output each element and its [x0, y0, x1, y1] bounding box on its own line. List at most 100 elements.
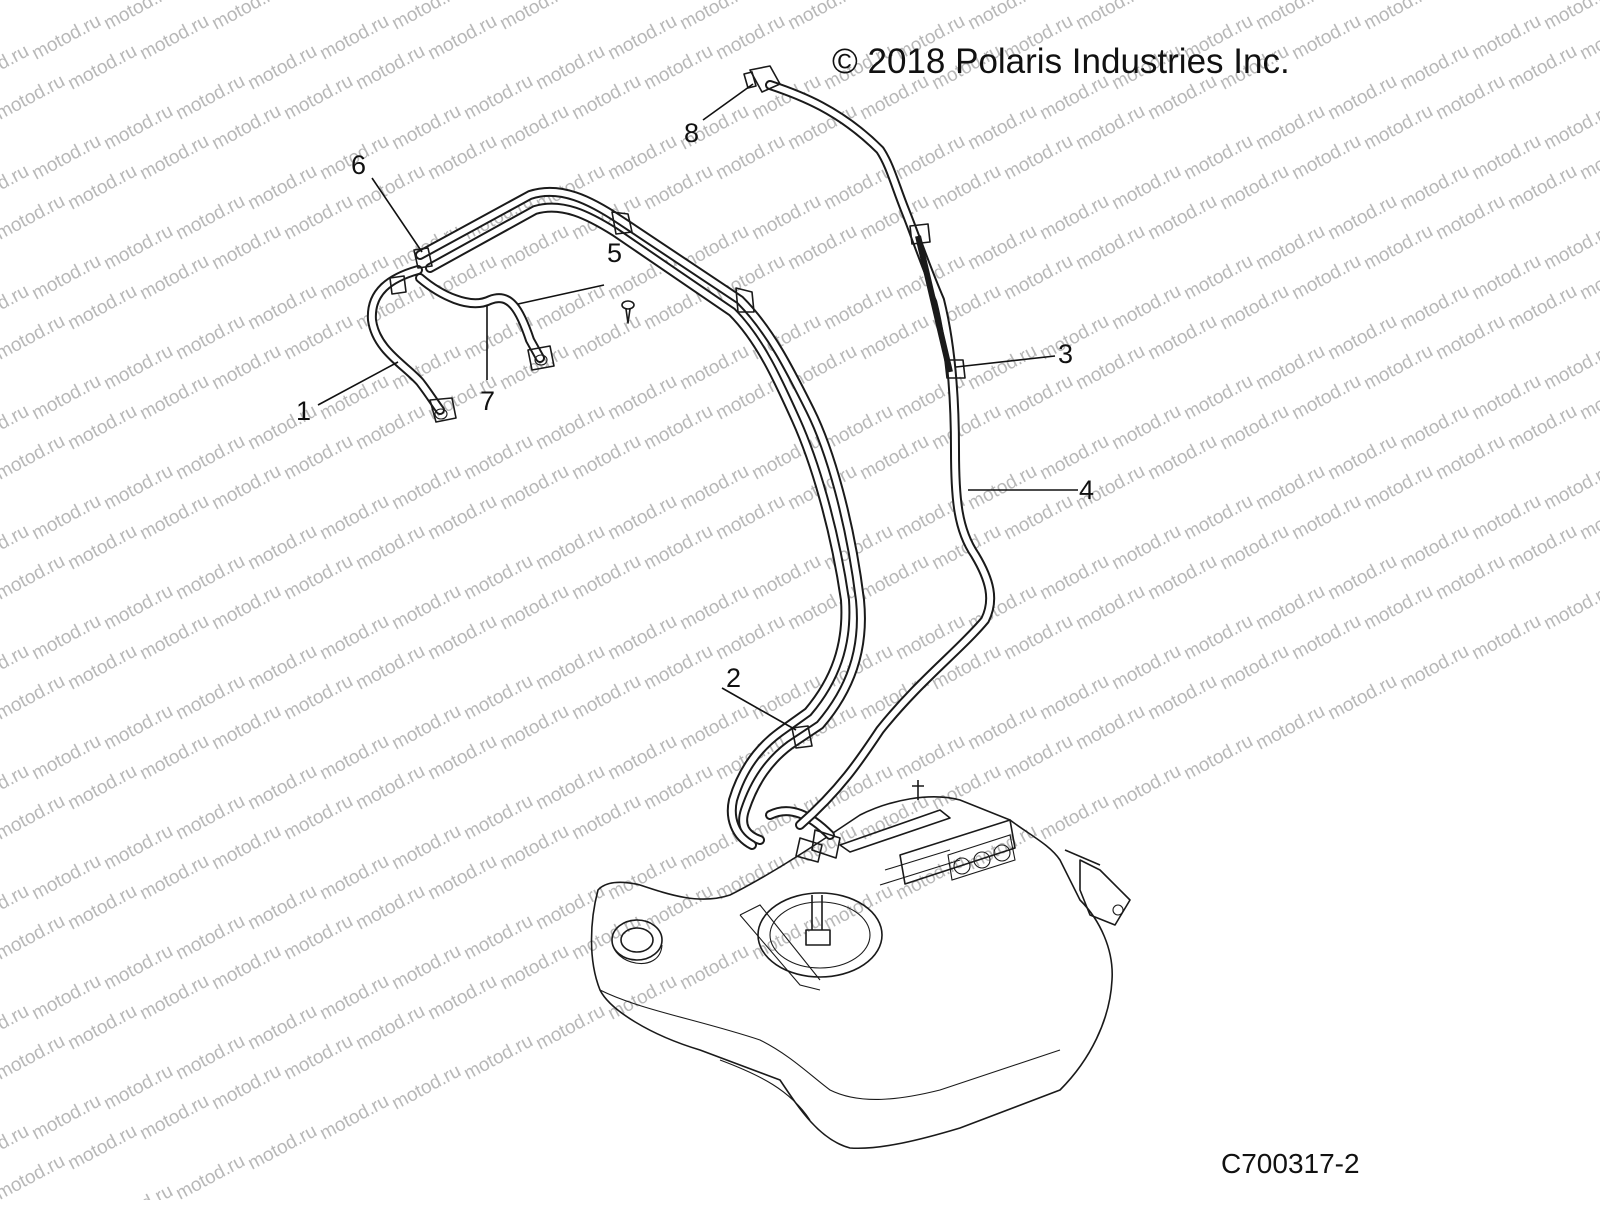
watermark-text: motod.ru	[28, 371, 104, 425]
watermark-text: motod.ru	[1108, 641, 1184, 695]
watermark-text: motod.ru	[172, 911, 248, 965]
watermark-text: motod.ru	[1252, 101, 1328, 155]
watermark-text: motod.ru	[676, 461, 752, 515]
watermark-text: motod.ru	[280, 791, 356, 845]
watermark-text: motod.ru	[1324, 191, 1400, 245]
watermark-text: motod.ru	[1252, 221, 1328, 275]
watermark-text: motod.ru	[1144, 551, 1220, 605]
watermark-text: motod.ru	[604, 491, 680, 545]
watermark-text: motod.ru	[460, 551, 536, 605]
watermark-text: motod.ru	[424, 731, 500, 785]
watermark-text: motod.ru	[532, 641, 608, 695]
watermark-text: motod.ru	[964, 221, 1040, 275]
watermark-text: motod.ru	[64, 1001, 140, 1055]
watermark-text: motod.ru	[1468, 371, 1544, 425]
watermark-text: motod.ru	[208, 0, 284, 34]
callout-1: 1	[296, 396, 311, 426]
fuel-line-2	[389, 186, 866, 863]
watermark-text: motod.ru	[1180, 491, 1256, 545]
watermark-text: motod.ru	[1360, 341, 1436, 395]
fuel-tank	[590, 780, 1131, 1150]
watermark-text: motod.ru	[1108, 521, 1184, 575]
watermark-text: motod.ru	[388, 821, 464, 875]
watermark-text: motod.ru	[1396, 281, 1472, 335]
watermark-text: motod.ru	[1000, 371, 1076, 425]
watermark-text: motod.ru	[892, 131, 968, 185]
watermark-text: motod.ru	[1576, 251, 1600, 305]
watermark-text: motod.ru	[280, 71, 356, 125]
watermark-text: motod.ru	[136, 971, 212, 1025]
watermark-text: motod.ru	[1396, 641, 1472, 695]
watermark-text: motod.ru	[1144, 311, 1220, 365]
drawing-id: C700317-2	[1221, 1148, 1360, 1179]
watermark-text: motod.ru	[1216, 401, 1292, 455]
watermark-text: motod.ru	[172, 1031, 248, 1085]
watermark-text: motod.ru	[64, 641, 140, 695]
watermark-text: motod.ru	[568, 0, 644, 4]
watermark-text: motod.ru	[316, 611, 392, 665]
watermark-text: motod.ru	[604, 11, 680, 65]
watermark-text: motod.ru	[172, 71, 248, 125]
watermark-text: motod.ru	[244, 281, 320, 335]
callout-6: 6	[351, 150, 366, 180]
watermark-text: motod.ru	[1036, 671, 1112, 725]
watermark-text: motod.ru	[208, 461, 284, 515]
watermark-text: motod.ru	[712, 251, 788, 305]
watermark-text: motod.ru	[64, 761, 140, 815]
callout-8: 8	[684, 118, 699, 148]
watermark-text: motod.ru	[1432, 431, 1508, 485]
watermark-text: motod.ru	[64, 281, 140, 335]
watermark-text: motod.ru	[100, 581, 176, 635]
watermark-text: motod.ru	[676, 941, 752, 995]
watermark-text: motod.ru	[820, 281, 896, 335]
watermark-text: motod.ru	[964, 0, 1040, 34]
watermark-text: motod.ru	[604, 371, 680, 425]
watermark-text: motod.ru	[1108, 161, 1184, 215]
watermark-text: motod.ru	[820, 881, 896, 935]
watermark-text: motod.ru	[0, 1031, 69, 1085]
watermark-text: motod.ru	[1144, 431, 1220, 485]
watermark-text: motod.ru	[1252, 701, 1328, 755]
callout-5: 5	[607, 238, 622, 268]
watermark-text: motod.ru	[568, 431, 644, 485]
watermark-text: motod.ru	[1324, 71, 1400, 125]
watermark-text: motod.ru	[496, 461, 572, 515]
watermark-text: motod.ru	[280, 911, 356, 965]
watermark-text: motod.ru	[784, 221, 860, 275]
watermark-text: motod.ru	[856, 0, 932, 4]
watermark-text: motod.ru	[1432, 0, 1508, 4]
watermark-text: motod.ru	[244, 641, 320, 695]
watermark-text: motod.ru	[208, 341, 284, 395]
watermark-text: motod.ru	[1000, 251, 1076, 305]
watermark-text: motod.ru	[1432, 551, 1508, 605]
watermark-text: motod.ru	[172, 431, 248, 485]
watermark-text: motod.ru	[1180, 251, 1256, 305]
watermark-text: motod.ru	[172, 311, 248, 365]
watermark-text: motod.ru	[28, 851, 104, 905]
watermark-text: motod.ru	[1000, 731, 1076, 785]
watermark-text: motod.ru	[568, 71, 644, 125]
watermark-text: motod.ru	[1216, 521, 1292, 575]
watermark-text: motod.ru	[28, 251, 104, 305]
watermark-text: motod.ru	[784, 0, 860, 34]
watermark-text: motod.ru	[280, 671, 356, 725]
watermark-text: motod.ru	[352, 761, 428, 815]
watermark-text: motod.ru	[1288, 11, 1364, 65]
watermark-text: motod.ru	[1324, 671, 1400, 725]
watermark-text: motod.ru	[1396, 521, 1472, 575]
watermark-text: motod.ru	[1216, 281, 1292, 335]
watermark-text: motod.ru	[1180, 731, 1256, 785]
watermark-text: motod.ru	[28, 611, 104, 665]
watermark-text: motod.ru	[100, 701, 176, 755]
watermark-text: motod.ru	[280, 311, 356, 365]
watermark-text: motod.ru	[136, 491, 212, 545]
watermark-text: motod.ru	[136, 131, 212, 185]
watermark-text: motod.ru	[208, 701, 284, 755]
watermark-text: motod.ru	[892, 731, 968, 785]
watermark-text: motod.ru	[712, 131, 788, 185]
watermark-text: motod.ru	[1072, 0, 1148, 34]
watermark-text: motod.ru	[1540, 221, 1600, 275]
watermark-text: motod.ru	[460, 431, 536, 485]
watermark-text: motod.ru	[1000, 131, 1076, 185]
copyright-notice: © 2018 Polaris Industries Inc.	[832, 42, 1290, 81]
